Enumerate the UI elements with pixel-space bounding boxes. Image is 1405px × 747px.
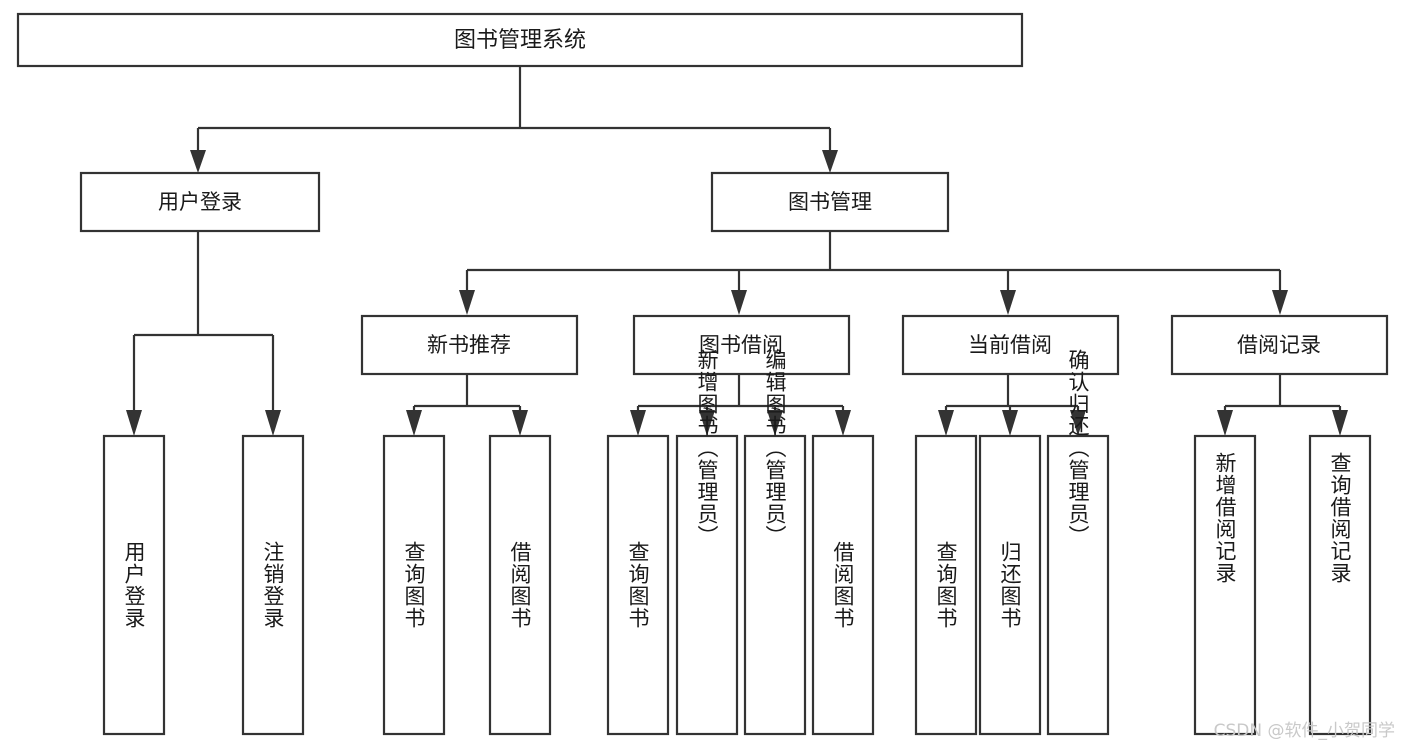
connector-group-new-book-children bbox=[406, 375, 528, 436]
node-leaf-logout[interactable]: 注销登录 bbox=[241, 434, 305, 736]
node-label-root: 图书管理系统 bbox=[454, 28, 586, 53]
node-leaf-cb-return-book[interactable]: 归还图书 bbox=[978, 434, 1042, 736]
connector-group-borrow-record-children bbox=[1217, 375, 1348, 436]
arrow-head-br-query-record bbox=[1332, 410, 1348, 436]
connector-group-book-borrow-children bbox=[630, 375, 851, 436]
arrow-head-cb-return-book bbox=[1002, 410, 1018, 436]
arrow-head-user-login bbox=[190, 150, 206, 173]
node-label-leaf-logout: 注销登录 bbox=[261, 541, 285, 629]
node-label-user-login: 用户登录 bbox=[158, 190, 242, 214]
node-book-borrow[interactable]: 图书借阅 bbox=[632, 314, 851, 376]
node-leaf-bb-edit-book[interactable]: 编辑图书（管理员） bbox=[743, 349, 807, 736]
node-box-leaf-bb-query-book[interactable] bbox=[606, 434, 670, 736]
node-borrow-record[interactable]: 借阅记录 bbox=[1170, 314, 1389, 376]
arrow-head-bb-query-book bbox=[630, 410, 646, 436]
node-box-new-book-recommend[interactable] bbox=[360, 314, 579, 376]
connector-group-root-to-level2 bbox=[190, 66, 838, 173]
arrow-head-bb-add-book bbox=[699, 410, 715, 436]
arrow-head-nb-borrow-book bbox=[512, 410, 528, 436]
node-label-leaf-cb-query-book: 查询图书 bbox=[934, 541, 958, 629]
node-leaf-bb-borrow-book[interactable]: 借阅图书 bbox=[811, 434, 875, 736]
node-label-leaf-user-login: 用户登录 bbox=[122, 541, 146, 629]
arrow-head-book-borrow bbox=[731, 290, 747, 315]
arrow-head-current-borrow bbox=[1000, 290, 1016, 315]
node-label-new-book-recommend: 新书推荐 bbox=[427, 333, 511, 357]
arrow-head-cb-confirm-return bbox=[1070, 410, 1086, 436]
node-leaf-nb-query-book[interactable]: 查询图书 bbox=[382, 434, 446, 736]
node-root-system[interactable]: 图书管理系统 bbox=[16, 12, 1024, 68]
node-label-book-borrow: 图书借阅 bbox=[699, 333, 783, 357]
arrow-head-bb-edit-book bbox=[767, 410, 783, 436]
node-user-login[interactable]: 用户登录 bbox=[79, 171, 321, 233]
node-label-leaf-cb-confirm-return: 确认归还（管理员） bbox=[1066, 349, 1090, 547]
node-leaf-br-add-record[interactable]: 新增借阅记录 bbox=[1193, 434, 1257, 736]
node-label-leaf-br-add-record: 新增借阅记录 bbox=[1213, 452, 1237, 584]
node-book-manage[interactable]: 图书管理 bbox=[710, 171, 950, 233]
node-leaf-bb-query-book[interactable]: 查询图书 bbox=[606, 434, 670, 736]
node-box-leaf-bb-borrow-book[interactable] bbox=[811, 434, 875, 736]
arrow-head-book-manage bbox=[822, 150, 838, 173]
node-label-current-borrow: 当前借阅 bbox=[968, 333, 1052, 357]
node-leaf-cb-query-book[interactable]: 查询图书 bbox=[914, 434, 978, 736]
arrow-head-br-add-record bbox=[1217, 410, 1233, 436]
node-box-leaf-br-add-record[interactable] bbox=[1193, 434, 1257, 736]
node-label-leaf-bb-edit-book: 编辑图书（管理员） bbox=[763, 349, 787, 547]
node-box-leaf-bb-edit-book[interactable] bbox=[743, 434, 807, 736]
node-label-leaf-br-query-record: 查询借阅记录 bbox=[1328, 452, 1352, 584]
node-label-leaf-bb-add-book: 新增图书（管理员） bbox=[695, 349, 719, 547]
connector-group-user-login-children bbox=[126, 231, 281, 436]
node-label-leaf-bb-borrow-book: 借阅图书 bbox=[831, 541, 855, 629]
arrow-head-new-book bbox=[459, 290, 475, 315]
node-box-borrow-record[interactable] bbox=[1170, 314, 1389, 376]
node-leaf-cb-confirm-return[interactable]: 确认归还（管理员） bbox=[1046, 349, 1110, 736]
node-label-borrow-record: 借阅记录 bbox=[1237, 333, 1321, 357]
node-box-leaf-bb-add-book[interactable] bbox=[675, 434, 739, 736]
node-box-leaf-nb-borrow-book[interactable] bbox=[488, 434, 552, 736]
arrow-head-leaf-logout bbox=[265, 410, 281, 436]
node-label-leaf-cb-return-book: 归还图书 bbox=[998, 541, 1022, 629]
node-box-user-login[interactable] bbox=[79, 171, 321, 233]
node-label-leaf-nb-query-book: 查询图书 bbox=[402, 541, 426, 629]
arrow-head-nb-query-book bbox=[406, 410, 422, 436]
node-box-book-manage[interactable] bbox=[710, 171, 950, 233]
node-current-borrow[interactable]: 当前借阅 bbox=[901, 314, 1120, 376]
node-leaf-bb-add-book[interactable]: 新增图书（管理员） bbox=[675, 349, 739, 736]
node-leaf-br-query-record[interactable]: 查询借阅记录 bbox=[1308, 434, 1372, 736]
node-box-leaf-cb-query-book[interactable] bbox=[914, 434, 978, 736]
node-leaf-nb-borrow-book[interactable]: 借阅图书 bbox=[488, 434, 552, 736]
node-new-book-recommend[interactable]: 新书推荐 bbox=[360, 314, 579, 376]
node-box-leaf-br-query-record[interactable] bbox=[1308, 434, 1372, 736]
node-box-leaf-user-login[interactable] bbox=[102, 434, 166, 736]
node-box-leaf-nb-query-book[interactable] bbox=[382, 434, 446, 736]
node-box-root[interactable] bbox=[16, 12, 1024, 68]
node-box-book-borrow[interactable] bbox=[632, 314, 851, 376]
arrow-head-bb-borrow-book bbox=[835, 410, 851, 436]
node-box-leaf-cb-confirm-return[interactable] bbox=[1046, 434, 1110, 736]
arrow-head-borrow-record bbox=[1272, 290, 1288, 315]
node-box-leaf-cb-return-book[interactable] bbox=[978, 434, 1042, 736]
arrow-head-cb-query-book bbox=[938, 410, 954, 436]
node-box-leaf-logout[interactable] bbox=[241, 434, 305, 736]
node-box-current-borrow[interactable] bbox=[901, 314, 1120, 376]
node-label-book-manage: 图书管理 bbox=[788, 190, 872, 214]
node-leaf-user-login[interactable]: 用户登录 bbox=[102, 434, 166, 736]
node-label-leaf-bb-query-book: 查询图书 bbox=[626, 541, 650, 629]
arrow-head-leaf-user-login bbox=[126, 410, 142, 436]
node-label-leaf-nb-borrow-book: 借阅图书 bbox=[508, 541, 532, 629]
connector-group-current-borrow-children bbox=[938, 375, 1086, 436]
connector-group-book-manage-children bbox=[459, 231, 1288, 315]
